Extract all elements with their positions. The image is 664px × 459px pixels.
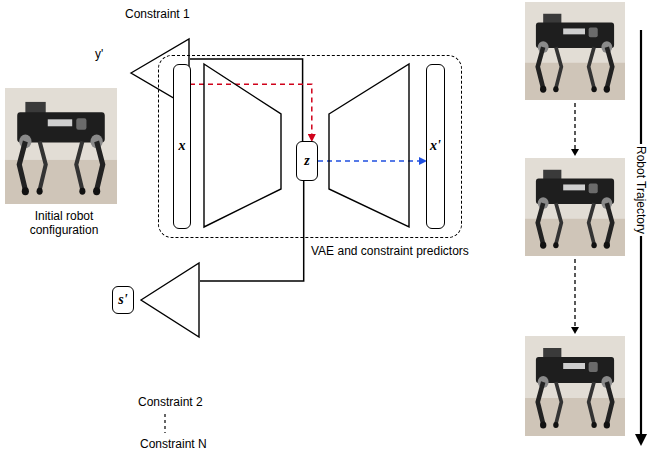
variable-box: z (296, 141, 318, 181)
group-title: Constraint 1 (125, 8, 190, 22)
variable-symbol: s' (118, 292, 127, 308)
decoder-trapezoid (329, 64, 409, 227)
constraint-label: Constraint N (140, 437, 207, 451)
constraint-predictor: Constraint 2 (138, 262, 210, 412)
arrow-head (571, 149, 579, 156)
robot-photo (525, 158, 625, 256)
variable-symbol: x' (430, 138, 441, 154)
axis-label: Robot Trajectory (631, 144, 651, 236)
variable-box: s' (112, 286, 134, 314)
group-title: VAE and constraint predictors (311, 245, 469, 259)
continuation-dots (164, 414, 165, 433)
variable-box: x (173, 64, 191, 229)
arrow-head (635, 434, 647, 446)
output-symbol: y' (95, 48, 103, 62)
trajectory-arrow (574, 103, 575, 150)
encoder-trapezoid (204, 64, 281, 227)
robot-photo (525, 336, 625, 436)
triangle-shape (140, 262, 200, 338)
robot-photo (5, 88, 117, 204)
trajectory-arrow (574, 259, 575, 328)
connector (200, 181, 304, 281)
vae-group: VAE and constraint predictorsxzx' (158, 55, 462, 238)
robot-photo (525, 2, 625, 100)
connector (190, 84, 312, 141)
image-caption: Initial robot configuration (8, 209, 120, 238)
connector (190, 59, 303, 141)
group-title: Constraint 2 (138, 396, 203, 410)
variable-symbol: z (304, 153, 309, 169)
variable-box: x' (426, 64, 445, 229)
variable-symbol: x (179, 138, 186, 154)
triangle-outline (141, 263, 199, 337)
arrow-head (571, 327, 579, 334)
